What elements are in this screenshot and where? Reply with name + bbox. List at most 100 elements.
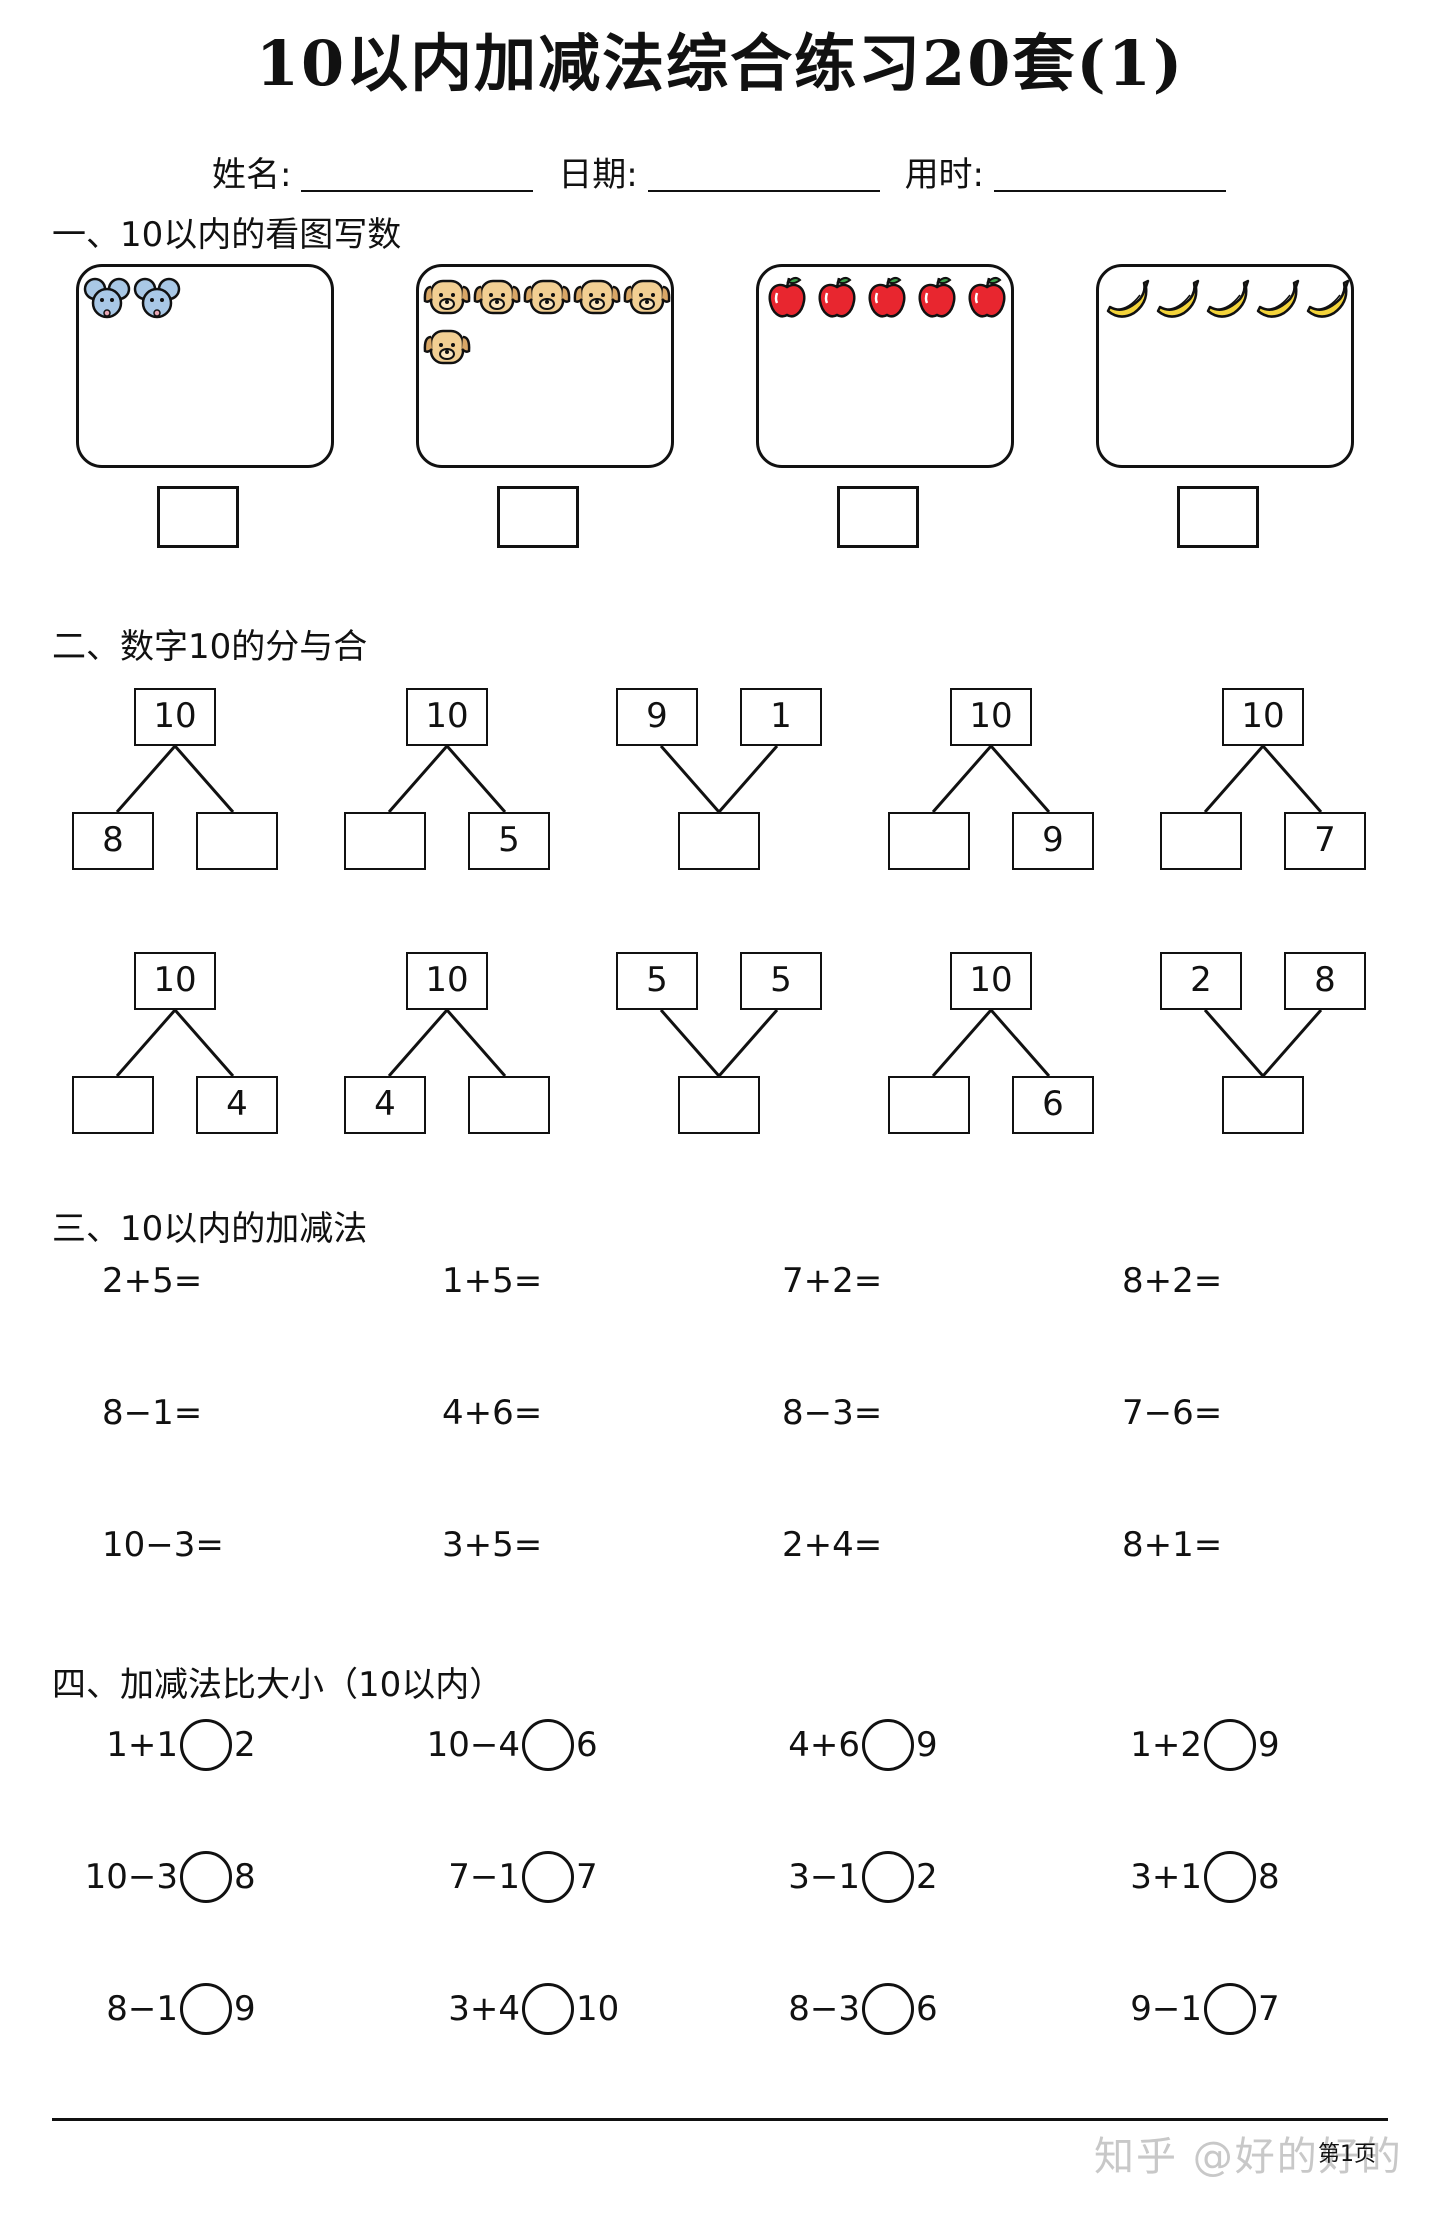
bond-whole-box: 10 <box>950 688 1032 746</box>
equation-item[interactable]: 3+5= <box>442 1525 543 1565</box>
count-answer-box[interactable] <box>837 486 919 548</box>
bond-part-box-left[interactable] <box>344 812 426 870</box>
bond-whole-box: 10 <box>406 688 488 746</box>
comparison-circle[interactable] <box>522 1719 574 1771</box>
bond-connector-line <box>1261 745 1323 813</box>
picture-card <box>76 264 334 468</box>
comparison-circle[interactable] <box>1204 1851 1256 1903</box>
comparison-circle[interactable] <box>180 1851 232 1903</box>
bond-connector-line <box>931 1009 993 1077</box>
bond-part-box-right: 5 <box>740 952 822 1010</box>
bond-connector-line <box>989 1009 1051 1077</box>
equation-item[interactable]: 2+5= <box>102 1261 203 1301</box>
comparison-left-expr: 7−1 <box>448 1857 520 1897</box>
bond-whole-box: 10 <box>950 952 1032 1010</box>
equation-item[interactable]: 1+5= <box>442 1261 543 1301</box>
equation-item[interactable]: 8+2= <box>1122 1261 1223 1301</box>
time-blank[interactable] <box>994 160 1227 192</box>
bond-part-box-right[interactable] <box>468 1076 550 1134</box>
bond-whole-box: 10 <box>406 952 488 1010</box>
comparison-item: 9−1 7 <box>1130 1980 1280 2038</box>
comparison-circle[interactable] <box>522 1983 574 2035</box>
bond-connector-line <box>717 1009 779 1077</box>
count-answer-box[interactable] <box>1177 486 1259 548</box>
date-blank[interactable] <box>647 160 880 192</box>
comparison-right-value: 9 <box>916 1725 938 1765</box>
comparison-right-value: 7 <box>1258 1989 1280 2029</box>
comparison-circle[interactable] <box>862 1983 914 2035</box>
equation-item[interactable]: 7+2= <box>782 1261 883 1301</box>
apple-icon <box>912 273 962 323</box>
bond-whole-box[interactable] <box>678 1076 760 1134</box>
apple-icon <box>812 273 862 323</box>
comparison-circle[interactable] <box>862 1851 914 1903</box>
bond-part-box-left: 2 <box>1160 952 1242 1010</box>
count-answer-box[interactable] <box>157 486 239 548</box>
bond-connector-line <box>387 1009 449 1077</box>
equation-item[interactable]: 4+6= <box>442 1393 543 1433</box>
bond-part-box-right: 4 <box>196 1076 278 1134</box>
equation-item[interactable]: 10−3= <box>102 1525 224 1565</box>
page-title: 10以内加减法综合练习20套(1) <box>255 27 1185 100</box>
comparison-item: 8−1 9 <box>106 1980 256 2038</box>
equation-item[interactable]: 8+1= <box>1122 1525 1223 1565</box>
bond-connector-line <box>659 745 721 813</box>
comparison-circle[interactable] <box>180 1719 232 1771</box>
bond-part-box-left: 9 <box>616 688 698 746</box>
bond-connector-line <box>115 745 177 813</box>
bond-whole-box: 10 <box>1222 688 1304 746</box>
bond-connector-line <box>1203 745 1265 813</box>
comparison-right-value: 8 <box>1258 1857 1280 1897</box>
comparison-circle[interactable] <box>522 1851 574 1903</box>
comparison-circle[interactable] <box>862 1719 914 1771</box>
apple-icon <box>762 273 812 323</box>
comparison-circle[interactable] <box>1204 1719 1256 1771</box>
bond-whole-box: 10 <box>134 952 216 1010</box>
bond-part-box-left[interactable] <box>888 812 970 870</box>
equation-item[interactable]: 7−6= <box>1122 1393 1223 1433</box>
equation-item[interactable]: 8−3= <box>782 1393 883 1433</box>
banana-icon <box>1152 273 1202 323</box>
bond-connector-line <box>173 745 235 813</box>
comparison-left-expr: 8−1 <box>106 1989 178 2029</box>
bond-connector-line <box>1261 1009 1323 1077</box>
comparison-right-value: 9 <box>234 1989 256 2029</box>
bond-part-box-left[interactable] <box>1160 812 1242 870</box>
count-answer-box[interactable] <box>497 486 579 548</box>
comparison-circle[interactable] <box>1204 1983 1256 2035</box>
comparison-left-expr: 9−1 <box>1130 1989 1202 2029</box>
dog-icon <box>422 323 472 373</box>
picture-card <box>1096 264 1354 468</box>
section4-heading: 四、加减法比大小（10以内） <box>52 1665 504 1705</box>
bond-part-box-left[interactable] <box>888 1076 970 1134</box>
bond-connector-line <box>989 745 1051 813</box>
picture-icons <box>1102 273 1352 323</box>
equation-item[interactable]: 2+4= <box>782 1525 883 1565</box>
bond-whole-box[interactable] <box>1222 1076 1304 1134</box>
dog-icon <box>422 273 472 323</box>
dog-icon <box>572 273 622 323</box>
picture-icons <box>422 273 672 373</box>
bond-part-box-left[interactable] <box>72 1076 154 1134</box>
apple-icon <box>862 273 912 323</box>
name-blank[interactable] <box>301 160 534 192</box>
bond-part-box-left: 5 <box>616 952 698 1010</box>
footer-divider <box>52 2118 1388 2121</box>
student-info-row: 姓名: 日期: 用时: <box>212 152 1240 198</box>
section3-heading: 三、10以内的加减法 <box>52 1209 368 1249</box>
dog-icon <box>522 273 572 323</box>
comparison-left-expr: 8−3 <box>788 1989 860 2029</box>
equation-item[interactable]: 8−1= <box>102 1393 203 1433</box>
mouse-icon <box>132 273 182 323</box>
comparison-circle[interactable] <box>180 1983 232 2035</box>
picture-card <box>756 264 1014 468</box>
bond-connector-line <box>931 745 993 813</box>
bond-whole-box[interactable] <box>678 812 760 870</box>
bond-part-box-right: 9 <box>1012 812 1094 870</box>
bond-part-box-right[interactable] <box>196 812 278 870</box>
